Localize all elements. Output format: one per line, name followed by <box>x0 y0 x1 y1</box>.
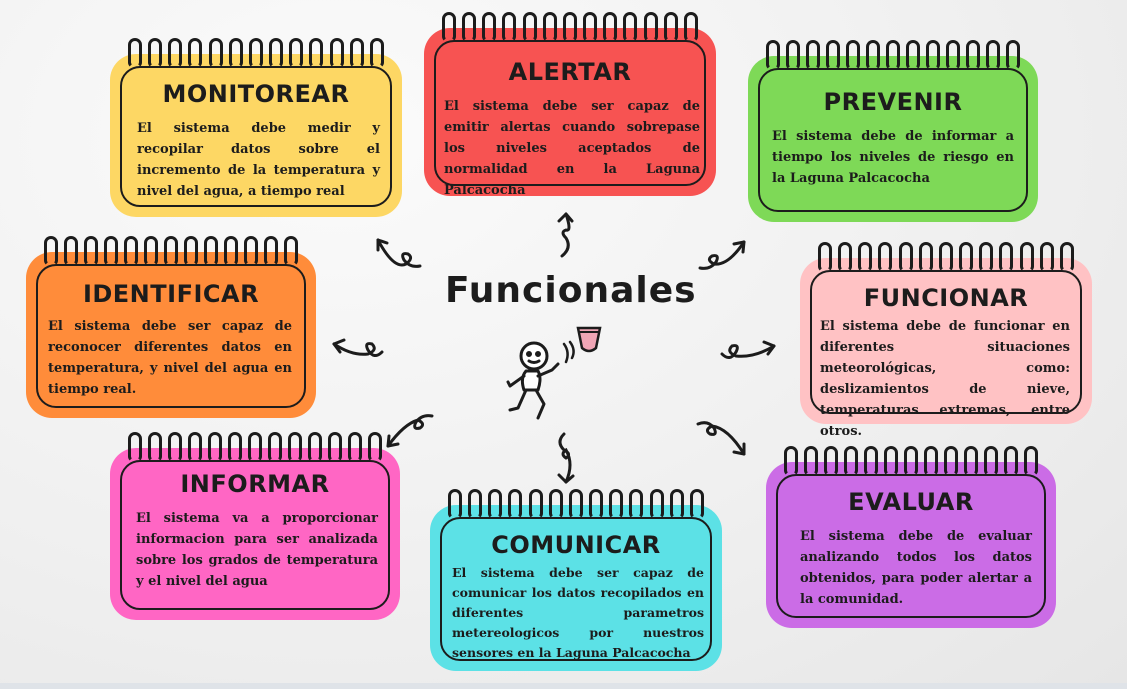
card-prevenir: PREVENIR El sistema debe de informar a t… <box>748 40 1038 222</box>
card-title: PREVENIR <box>823 88 963 116</box>
card-title: FUNCIONAR <box>863 284 1029 312</box>
spiral-rings <box>128 432 382 466</box>
spiral-rings <box>784 446 1038 480</box>
curly-arrow-icon <box>720 340 776 359</box>
curly-arrow-icon <box>332 338 384 357</box>
card-text: El sistema debe de informar a tiempo los… <box>772 129 1014 186</box>
spiral-rings <box>44 236 298 270</box>
card-alertar: ALERTAR El sistema debe ser capaz de emi… <box>424 12 716 198</box>
card-title: COMUNICAR <box>491 531 661 559</box>
spiral-rings <box>448 489 704 523</box>
card-title: ALERTAR <box>508 58 632 86</box>
spiral-rings <box>766 40 1020 74</box>
curly-arrow-icon <box>386 414 434 448</box>
walking-figure-icon <box>506 341 560 420</box>
card-title: INFORMAR <box>180 470 330 498</box>
card-title: IDENTIFICAR <box>82 280 260 308</box>
card-title: EVALUAR <box>848 488 974 516</box>
card-funcionar: FUNCIONAR El sistema debe de funcionar e… <box>800 242 1092 439</box>
spiral-rings <box>818 242 1074 276</box>
card-text: El sistema va a proporcionar informacion… <box>136 511 378 589</box>
curly-arrow-icon <box>696 421 746 456</box>
card-comunicar: COMUNICAR El sistema debe ser capaz de c… <box>430 489 722 671</box>
center-title: Funcionales <box>445 270 697 311</box>
curly-arrow-icon <box>557 212 574 258</box>
card-identificar: IDENTIFICAR El sistema debe ser capaz de… <box>26 236 316 418</box>
card-text: El sistema debe ser capaz de emitir aler… <box>444 99 700 198</box>
card-text: El sistema debe medir y recopilar datos … <box>137 121 380 199</box>
card-text: El sistema debe ser capaz de comunicar l… <box>452 565 704 660</box>
bottom-strip <box>0 683 1127 689</box>
card-text: El sistema debe de funcionar en diferent… <box>820 319 1070 439</box>
card-title: MONITOREAR <box>162 80 350 108</box>
card-text: El sistema debe de evaluar analizando to… <box>800 529 1032 607</box>
curly-arrow-icon <box>557 432 575 484</box>
signal-sensor-icon <box>562 326 602 364</box>
card-monitorear: MONITOREAR El sistema debe medir y recop… <box>110 38 402 217</box>
card-informar: INFORMAR El sistema va a proporcionar in… <box>110 432 400 620</box>
spiral-rings <box>128 38 384 72</box>
curly-arrow-icon <box>376 238 422 268</box>
curly-arrow-icon <box>698 240 746 270</box>
card-evaluar: EVALUAR El sistema debe de evaluar anali… <box>766 446 1056 628</box>
spiral-rings <box>442 12 698 46</box>
card-text: El sistema debe ser capaz de reconocer d… <box>48 319 292 397</box>
